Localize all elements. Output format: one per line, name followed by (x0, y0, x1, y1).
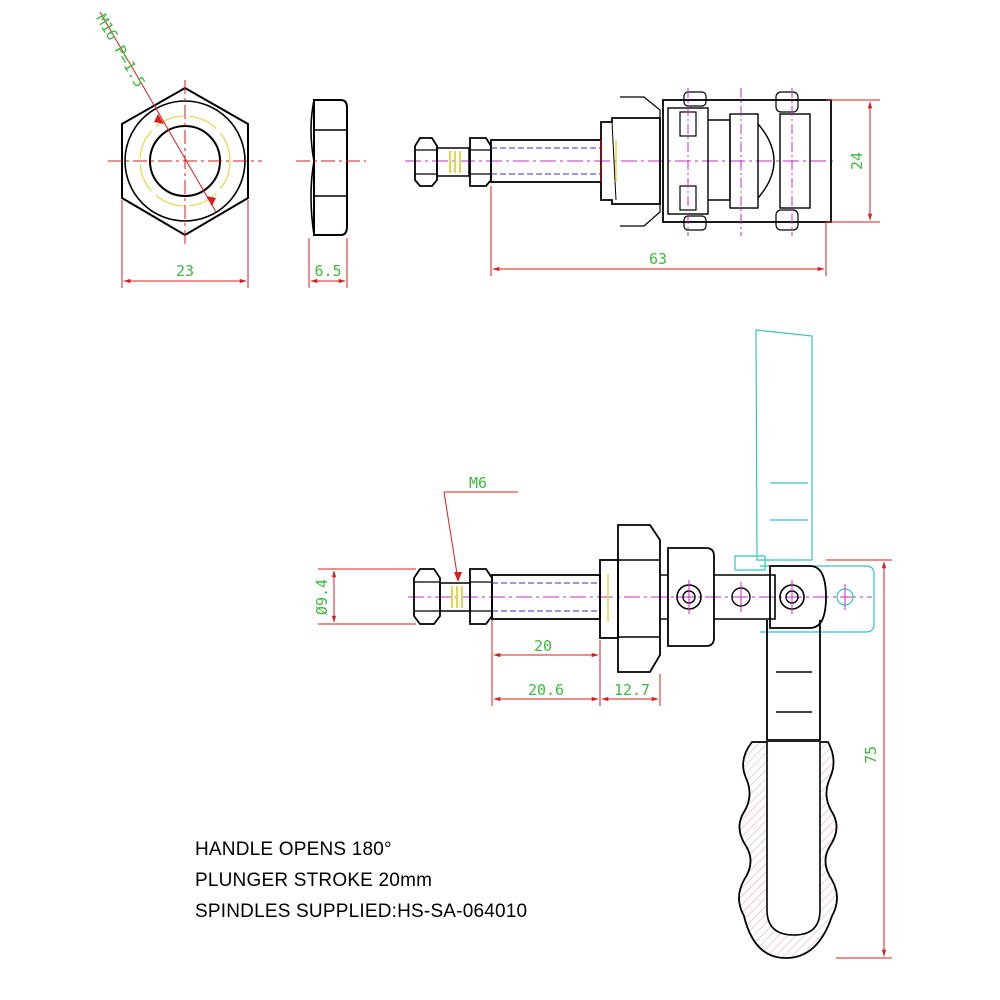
clamp-side-view: M6 Ø9.4 20 20.6 12.7 75 (313, 329, 892, 959)
thread-m6-label: M6 (469, 474, 487, 492)
hex-nut-front-view: M16 P=1.5 23 (93, 11, 262, 288)
handle-height-label: 75 (862, 746, 880, 764)
nut-thickness-label: 6.5 (314, 262, 341, 280)
thread-nut-label: M16 P=1.5 (93, 11, 149, 90)
length-top-label: 63 (649, 250, 667, 268)
stroke-label: 20 (534, 637, 552, 655)
len-b-label: 12.7 (614, 681, 650, 699)
len-a-label: 20.6 (528, 681, 564, 699)
nut-width-label: 23 (176, 262, 194, 280)
note-spindles-supplied: SPINDLES SUPPLIED:HS-SA-064010 (195, 901, 528, 922)
clamp-top-view: 24 63 (405, 88, 880, 276)
height-top-label: 24 (848, 152, 866, 170)
note-plunger-stroke: PLUNGER STROKE 20mm (195, 870, 433, 891)
diameter-label: Ø9.4 (313, 579, 331, 615)
hex-nut-side-view: 6.5 (296, 99, 366, 288)
note-handle-opens: HANDLE OPENS 180° (195, 839, 392, 860)
